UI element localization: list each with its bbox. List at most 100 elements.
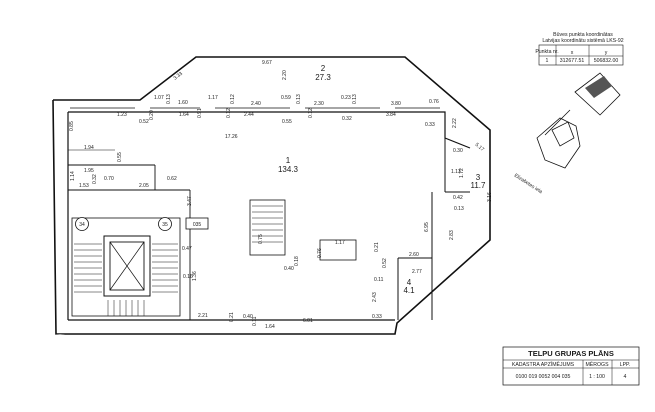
dim-label: 0.30	[453, 148, 463, 154]
circle-label-35: 35	[162, 222, 168, 228]
dim-label: 0.20	[149, 110, 155, 120]
dim-label: 2.60	[409, 252, 419, 258]
scale-label: MĒROGS	[585, 361, 609, 368]
inner-stair	[252, 205, 283, 243]
dim-label: 1.95	[84, 168, 94, 174]
elevator-cross-b	[109, 241, 145, 291]
dim-label: 1.07	[154, 95, 164, 101]
room-2-area: 27.3	[315, 73, 331, 82]
plan-walls	[52, 56, 491, 335]
unit-box-label: 035	[193, 222, 202, 228]
dim-label: 0.12	[308, 108, 314, 118]
coords-header-punkta: Punkta nr.	[535, 49, 558, 55]
dim-label: 0.70	[104, 176, 114, 182]
street-label: Elizabetes iela	[513, 173, 543, 196]
dim-label: 2.05	[139, 183, 149, 189]
cadastre-value: 0100 019 0052 004 035	[516, 374, 571, 380]
coords-cell-x: 312677.51	[560, 58, 585, 64]
dim-label: 0.55	[282, 119, 292, 125]
room-1-number: 1	[286, 156, 291, 165]
room-labels: 1 134.3 2 27.3 3 11.7 4 4.1	[278, 64, 486, 295]
dim-label: 1.23	[117, 112, 127, 118]
dim-label: 0.12	[226, 108, 232, 118]
circle-marker-35: 35	[158, 217, 172, 231]
dim-label: 1.53	[79, 183, 89, 189]
dim-label: 5.17	[474, 142, 485, 153]
dim-label: 0.42	[453, 195, 463, 201]
dim-label: 2.44	[244, 112, 254, 118]
dim-label: 0.62	[167, 176, 177, 182]
dim-label: 0.12	[230, 94, 236, 104]
dim-label: 2.40	[251, 101, 261, 107]
inset-building-a	[574, 72, 621, 116]
coords-subtitle: Latvijas koordinātu sistēmā LKS-92	[542, 38, 623, 44]
dim-label: 2.77	[412, 269, 422, 275]
dim-label: 0.33	[372, 314, 382, 320]
stair-treads-left	[74, 243, 102, 293]
dim-label: 2.22	[452, 118, 458, 128]
coords-title: Būves punkta koordinātas	[553, 32, 613, 38]
dim-label: 0.75	[258, 234, 264, 244]
scale-value: 1 : 100	[589, 374, 605, 380]
dim-label: 0.76	[429, 99, 439, 105]
dim-label: 0.47	[182, 246, 192, 252]
stair-treads-bottom	[107, 300, 145, 316]
dim-label: 0.85	[69, 121, 75, 131]
dim-label: 0.16	[183, 274, 193, 280]
dim-label: 0.33	[425, 122, 435, 128]
dim-label: 9.67	[262, 60, 272, 66]
room-2-number: 2	[321, 64, 326, 73]
title-block: TELPU GRUPAS PLĀNS KADASTRA APZĪMĒJUMS 0…	[502, 346, 640, 386]
cadastre-label: KADASTRA APZĪMĒJUMS	[512, 361, 575, 368]
dim-label: 3.33	[173, 71, 185, 82]
dim-label: 0.11	[252, 316, 258, 326]
dim-label: 1.36	[192, 271, 198, 281]
dim-label: 0.23	[341, 95, 351, 101]
dim-label: 0.76	[317, 248, 323, 258]
dim-label: 0.21	[229, 312, 235, 322]
dim-label: 0.32	[92, 174, 98, 184]
room-3-area: 11.7	[471, 181, 487, 190]
room-4-area: 4.1	[403, 286, 415, 295]
central-box	[319, 239, 357, 261]
tranio-watermark: Tranio	[41, 334, 129, 372]
dim-label: 0.18	[294, 256, 300, 266]
dim-label: 1.60	[178, 100, 188, 106]
inset-building-hatch	[585, 76, 612, 98]
dim-label: 0.91	[197, 108, 203, 118]
dim-label: 3.84	[386, 112, 396, 118]
dim-label: 1.14	[70, 171, 76, 181]
coords-header-y: y	[605, 50, 608, 56]
elevator-shaft	[103, 235, 151, 297]
inner-wall-top	[68, 111, 471, 149]
dim-label: 0.13	[352, 94, 358, 104]
dim-label: 6.01	[303, 318, 313, 324]
dim-label: 3.47	[187, 196, 193, 206]
dim-label: 1.17	[208, 95, 218, 101]
dim-label: 2.20	[282, 70, 288, 80]
dim-label: 1.13	[451, 169, 461, 175]
dim-label: 3.16	[487, 192, 493, 202]
coords-header-x: x	[571, 50, 574, 56]
dim-label: 0.13	[454, 206, 464, 212]
dim-label: 0.13	[296, 94, 302, 104]
dim-label: 6.95	[424, 222, 430, 232]
circle-label-34: 34	[79, 222, 85, 228]
stairwell	[71, 205, 283, 317]
dim-label: 2.83	[449, 230, 455, 240]
coords-cell-y: 506832.00	[594, 58, 619, 64]
title-block-title: TELPU GRUPAS PLĀNS	[528, 349, 614, 358]
dim-label: 1.72	[459, 168, 465, 178]
watermark-text: Tranio	[84, 346, 129, 363]
dim-label: 1.94	[84, 145, 94, 151]
dim-label: 2.30	[314, 101, 324, 107]
dim-label: 3.80	[391, 101, 401, 107]
dim-label: 0.55	[117, 152, 123, 162]
unit-box-035: 035	[185, 217, 209, 230]
dim-label: 0.52	[382, 258, 388, 268]
circle-marker-34: 34	[75, 217, 89, 231]
stair-treads-right	[152, 243, 178, 293]
dim-label: 0.13	[166, 94, 172, 104]
dim-label: 1.64	[265, 324, 275, 330]
